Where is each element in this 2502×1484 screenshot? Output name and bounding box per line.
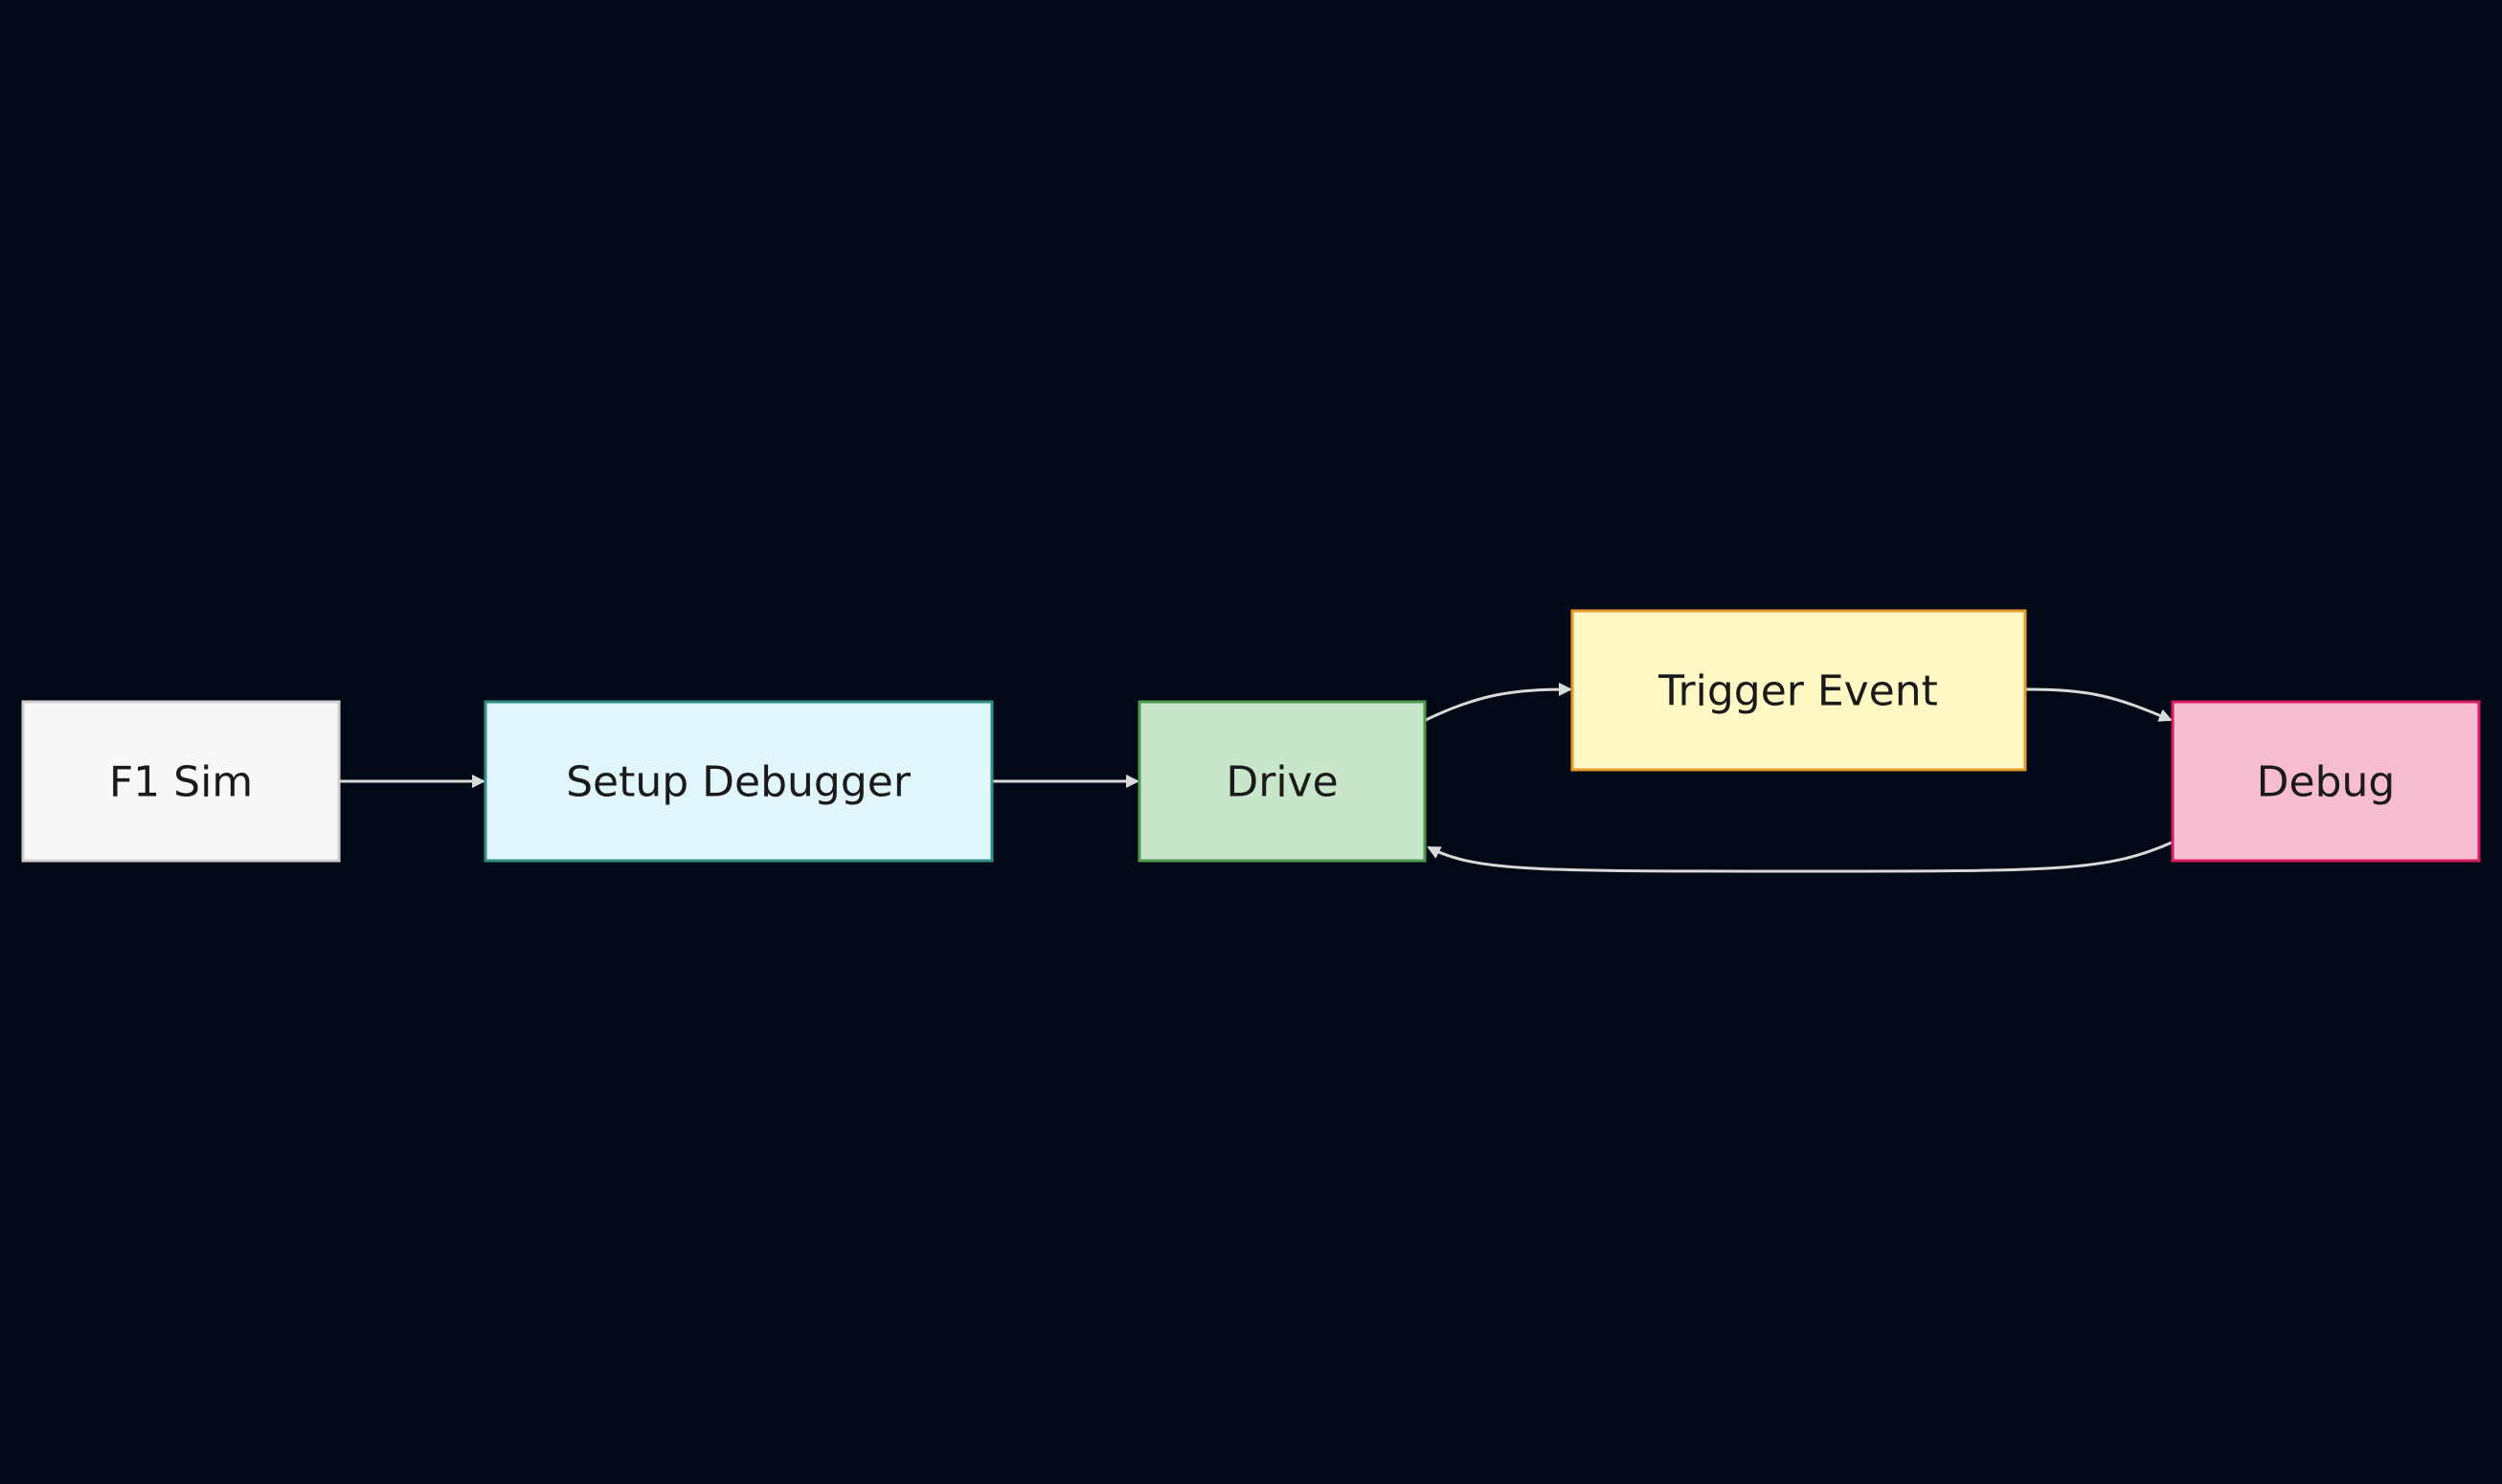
node-setup-debugger-box: [484, 700, 994, 863]
edge-trigger-event-to-debug: [2025, 687, 2173, 722]
node-trigger-event-label: Trigger Event: [1657, 667, 1938, 716]
node-setup-debugger[interactable]: Setup Debugger: [484, 700, 994, 863]
edge-debug-to-drive: [1427, 841, 2173, 873]
node-f1-sim-box: [21, 700, 341, 863]
node-drive-box: [1138, 700, 1427, 863]
node-f1-sim-label: F1 Sim: [109, 758, 253, 807]
node-drive-label: Drive: [1226, 758, 1338, 807]
node-trigger-event[interactable]: Trigger Event: [1570, 609, 2027, 772]
node-drive[interactable]: Drive: [1138, 700, 1427, 863]
node-setup-debugger-label: Setup Debugger: [566, 758, 912, 807]
node-debug[interactable]: Debug: [2171, 700, 2481, 863]
node-debug-box: [2171, 700, 2481, 863]
node-debug-label: Debug: [2257, 758, 2396, 807]
node-f1-sim[interactable]: F1 Sim: [21, 700, 341, 863]
edge-drive-to-trigger-event: [1425, 683, 1572, 722]
node-trigger-event-box: [1570, 609, 2027, 772]
